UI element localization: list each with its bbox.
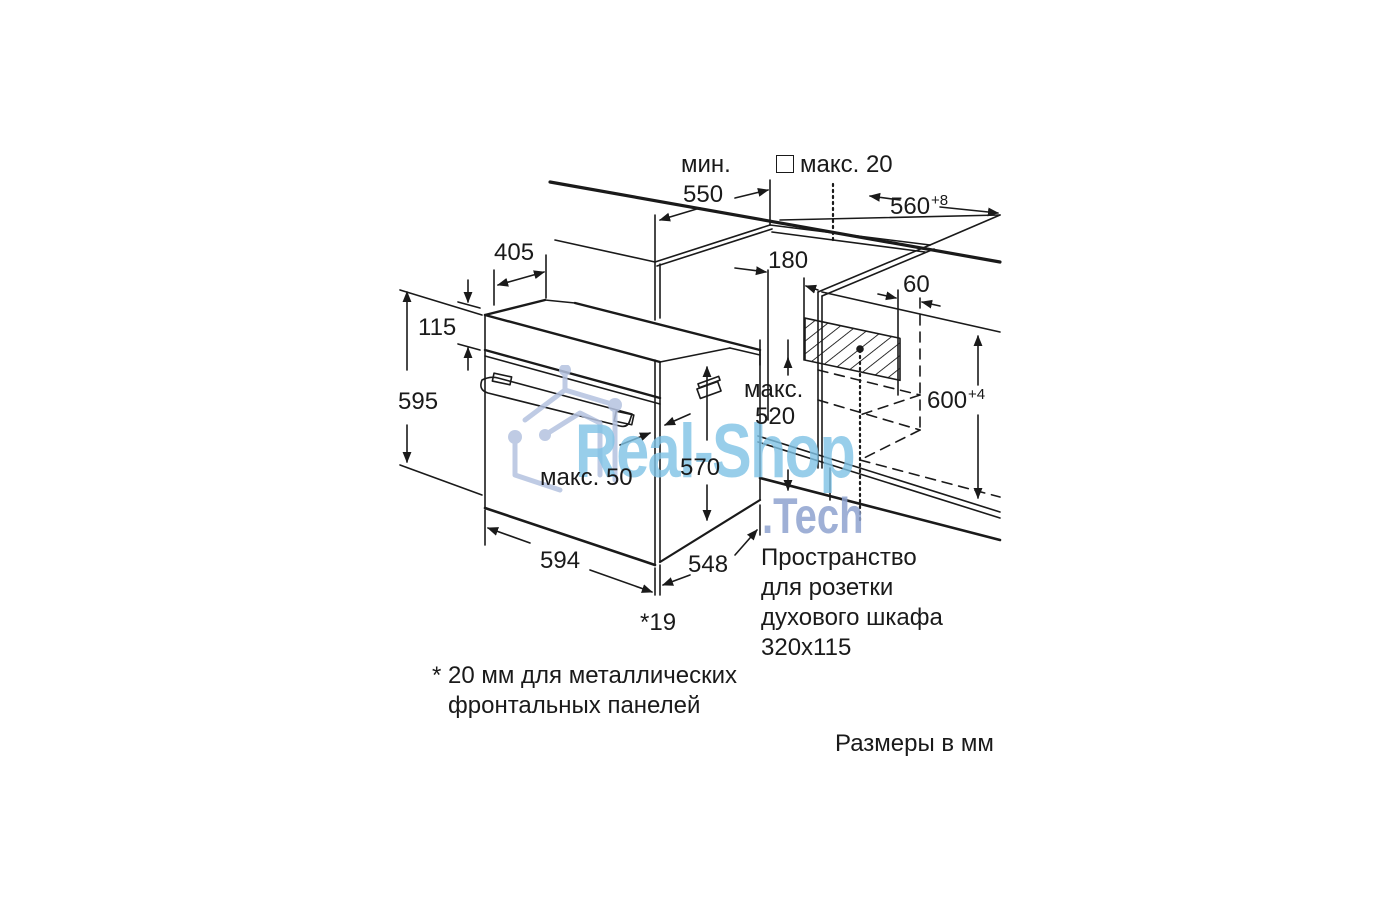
label-595: 595	[398, 388, 439, 415]
label-max-20: макс. 20	[776, 152, 893, 178]
label-max-520-line2: 520	[755, 403, 796, 430]
label-180: 180	[768, 247, 809, 274]
label-max-20-text: макс. 20	[800, 151, 893, 178]
label-max-50: макс. 50	[540, 464, 633, 491]
socket-note-line3: духового шкафа	[761, 604, 943, 631]
label-115: 115	[418, 314, 457, 341]
square-icon	[776, 155, 794, 173]
label-548: 548	[688, 551, 729, 578]
watermark-main-text: Real-Shop	[575, 409, 856, 494]
socket-space-note: Пространство для розетки духового шкафа …	[761, 543, 943, 663]
label-600-tolerance: +4	[968, 386, 986, 403]
footnote-line1: * 20 мм для металлических	[432, 662, 738, 689]
label-60: 60	[903, 271, 930, 298]
label-min: мин.	[681, 151, 731, 178]
footnote-line2: фронтальных панелей	[448, 692, 701, 719]
socket-note-line4: 320x115	[761, 634, 852, 661]
socket-note-line1: Пространство	[761, 544, 917, 571]
label-594: 594	[540, 547, 581, 574]
watermark-sub-text: .Tech	[762, 488, 864, 544]
socket-note-line2: для розетки	[761, 574, 894, 601]
label-405: 405	[494, 239, 535, 266]
label-570: 570	[680, 454, 721, 481]
label-600: 600+4	[927, 382, 985, 414]
label-min-550: 550	[683, 181, 724, 208]
watermark-logo-icon	[508, 365, 622, 493]
label-600-value: 600	[927, 387, 968, 414]
label-560-value: 560	[890, 193, 931, 220]
label-560: 560+8	[890, 188, 948, 220]
label-star-19: *19	[640, 609, 677, 636]
label-560-tolerance: +8	[931, 192, 949, 209]
units-label: Размеры в мм	[835, 730, 994, 757]
footnote-metal-panels: * 20 мм для металлических фронтальных па…	[432, 661, 737, 721]
label-max-520-line1: макс.	[744, 376, 804, 403]
